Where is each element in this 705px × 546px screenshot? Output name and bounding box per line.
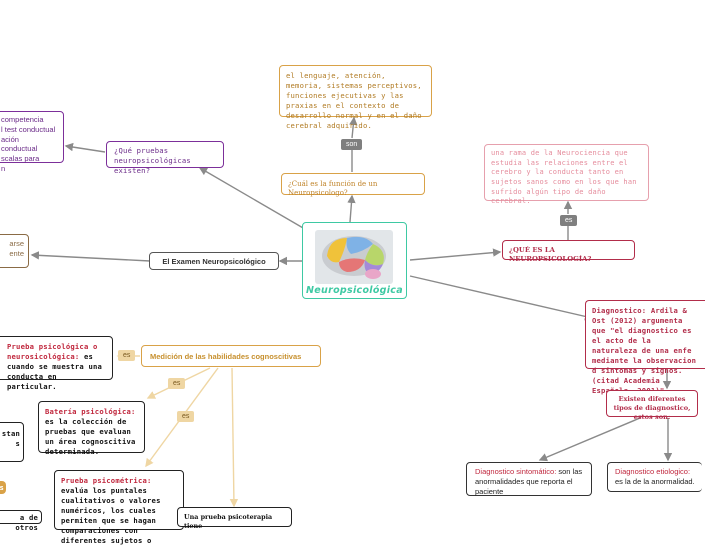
- prueba-psicologica-term: Prueba psicológica o neurosicológica:: [7, 342, 98, 361]
- pruebas-node[interactable]: ¿Qué pruebas neuropsicológicas existen?: [106, 141, 224, 175]
- etiologico-term: Diagnostico etiologico:: [615, 467, 691, 476]
- brain-image: [315, 230, 393, 284]
- bateria-node[interactable]: Batería psicológica: es la colección de …: [38, 401, 145, 456]
- que-es-node[interactable]: ¿QUÉ ES LA NEUROPSICOLOGÍA?: [502, 240, 635, 263]
- prueba-psicologica-node[interactable]: Prueba psicológica o neurosicológica: es…: [0, 336, 113, 391]
- edge-pruebas-competencia: [64, 142, 106, 153]
- connector-es-left3: es: [177, 411, 195, 422]
- psicometrica-term: Prueba psicométrica:: [61, 476, 152, 485]
- sintomatico-text: son las anormalidades que reporta el pac…: [475, 467, 583, 496]
- central-title: Neuropsicológica: [306, 285, 403, 296]
- edge-medicion-psicoterapia: [229, 367, 239, 508]
- left-small-node-3[interactable]: a de otros: [0, 510, 42, 532]
- edge-center-diagnostico: [409, 275, 594, 321]
- edge-son-lenguaje: [349, 116, 358, 139]
- diagnostico-node[interactable]: Diagnostico: Ardila & Ost (2012) argumen…: [585, 300, 705, 395]
- etiologico-node[interactable]: Diagnostico etiologico: es la de la anor…: [607, 462, 702, 492]
- left-small-node-2[interactable]: s: [0, 481, 6, 494]
- connector-es-right: es: [560, 215, 578, 226]
- left-partial-node[interactable]: arse ente: [0, 234, 29, 268]
- edge-examen-left: [30, 251, 151, 262]
- competencia-node[interactable]: competencia l test conductual ación cond…: [0, 111, 64, 173]
- prueba-psicologica-text: es cuando se muestra una conducta en par…: [7, 351, 103, 391]
- left-small-node-1[interactable]: stan s: [0, 422, 24, 462]
- rama-node[interactable]: una rama de la Neurociencia que estudia …: [484, 144, 649, 205]
- edge-center-pruebas: [198, 167, 311, 233]
- psicometrica-text: evalúa los puntales cualitativos o valor…: [61, 485, 161, 545]
- psicoterapia-node[interactable]: Una prueba psicoterapia tiene: [177, 507, 292, 530]
- edge-tipos-sintomatico: [538, 417, 641, 462]
- connector-son: son: [341, 139, 363, 150]
- lenguaje-node[interactable]: el lenguaje, atención, memoria, sistemas…: [279, 65, 432, 130]
- medicion-node[interactable]: Medición de las habilidades cognoscitiva…: [141, 345, 321, 367]
- funcion-node[interactable]: ¿Cuál es la función de un Neuropsicologo…: [281, 173, 425, 197]
- edge-center-funcion: [347, 194, 356, 223]
- connector-es-left2: es: [168, 378, 186, 389]
- etiologico-text: es la de la anormalidad.: [615, 476, 695, 486]
- edge-center-queEs: [409, 248, 502, 261]
- bateria-term: Batería psicológica:: [45, 407, 136, 416]
- sintomatico-node[interactable]: Diagnostico sintomático: son las anormal…: [466, 462, 592, 496]
- tipos-node[interactable]: Existen diferentes tipos de diagnostico,…: [606, 390, 698, 421]
- sintomatico-term: Diagnostico sintomático:: [475, 467, 557, 476]
- psicometrica-node[interactable]: Prueba psicométrica: evalúa los puntales…: [54, 470, 184, 545]
- central-node[interactable]: Neuropsicológica: [302, 222, 407, 299]
- examen-node[interactable]: El Examen Neuropsicológico: [149, 252, 279, 270]
- connector-es-left1: es: [118, 350, 136, 361]
- bateria-text: es la colección de pruebas que evaluan u…: [45, 416, 136, 456]
